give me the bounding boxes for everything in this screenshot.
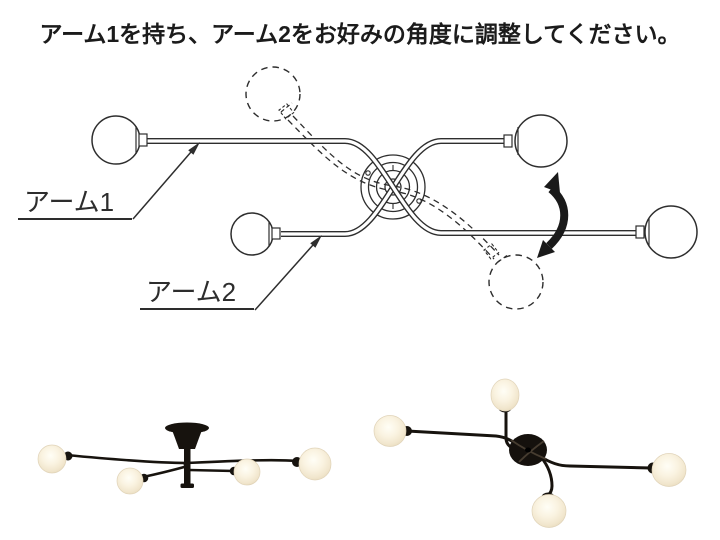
globe-lower-right <box>635 205 698 259</box>
photo-bottom-view <box>373 378 687 528</box>
globe-lower-left <box>230 212 281 256</box>
globe-bulb <box>37 444 67 474</box>
arm2-leader-arrow <box>254 235 322 311</box>
center-hub <box>509 434 547 466</box>
dashed-globe-bottom <box>488 254 544 310</box>
globe-bulb <box>490 378 520 412</box>
line-diagram <box>91 66 698 311</box>
screw-hole <box>365 170 371 176</box>
glass-globes <box>373 378 687 528</box>
fixture-arms <box>65 453 299 479</box>
ceiling-canopy <box>165 422 209 488</box>
globe-bulb <box>531 494 567 528</box>
photo-side-view <box>37 422 332 495</box>
screw-hole <box>416 198 422 204</box>
globe-drawings <box>91 114 698 259</box>
globe-bulb <box>373 415 407 447</box>
rotation-arrow-icon <box>537 172 569 258</box>
globe-left <box>91 115 148 165</box>
glass-globes <box>37 444 332 495</box>
arm1-leader-arrow <box>132 142 200 220</box>
arm1-label: アーム1 <box>18 187 132 220</box>
globe-bulb <box>651 453 687 487</box>
dashed-globe-top <box>245 66 301 122</box>
globe-bulb <box>233 458 261 486</box>
arm2-label: アーム2 <box>140 277 254 310</box>
globe-bulb <box>298 447 332 481</box>
instruction-title: アーム1を持ち、アーム2をお好みの角度に調整してください。 <box>39 21 681 47</box>
arm1-drawing <box>147 138 637 236</box>
globe-bulb <box>116 467 144 495</box>
globe-upper-right <box>503 114 568 168</box>
